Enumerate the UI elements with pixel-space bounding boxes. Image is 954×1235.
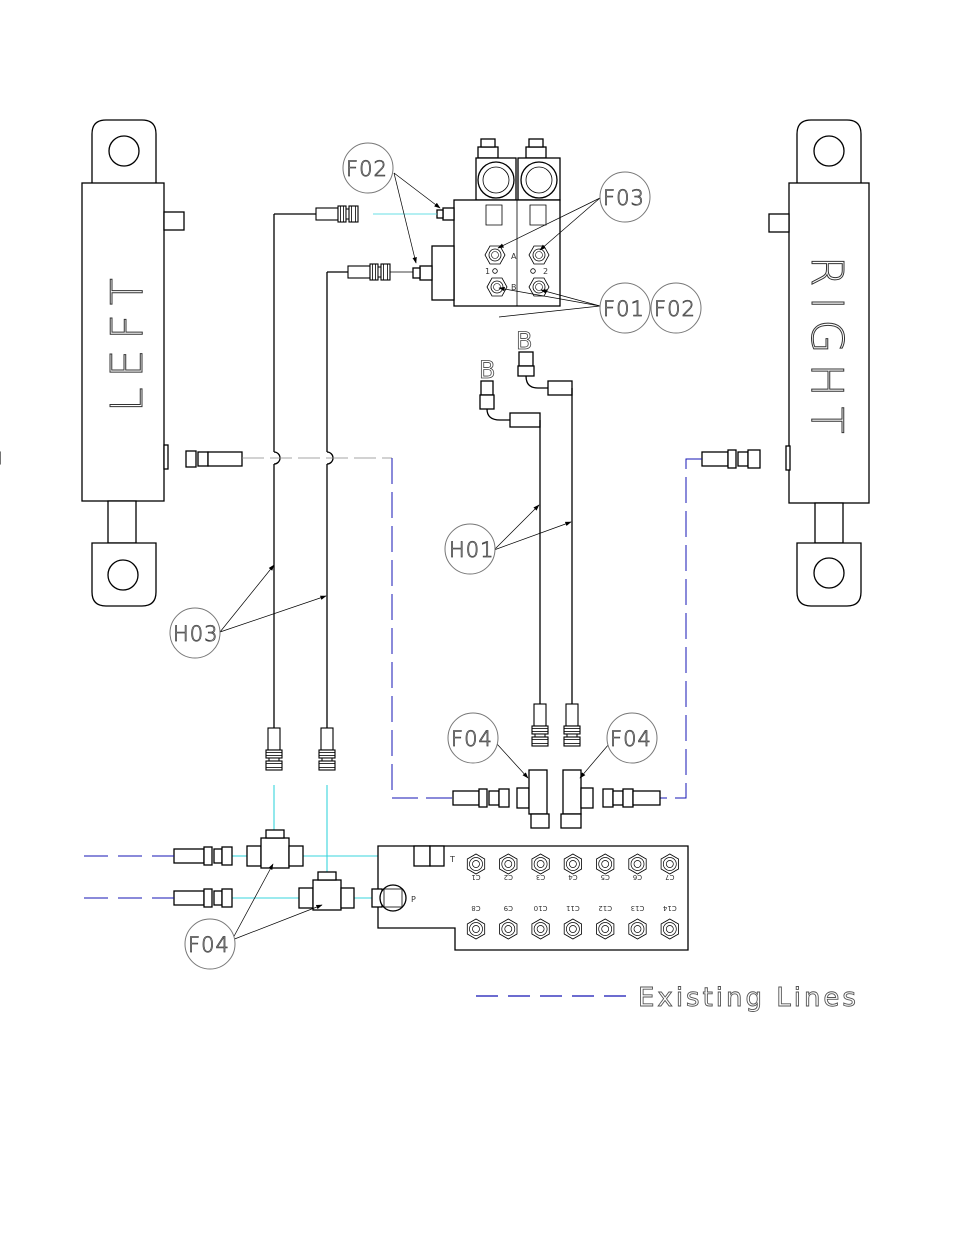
hose-h03-left <box>274 206 437 728</box>
callout-h01: H01 <box>445 505 571 574</box>
manifold-port-label: C8 <box>471 904 480 912</box>
callout-f04-right: F04 <box>580 713 657 778</box>
tee-f04-bottom-upper <box>247 830 303 868</box>
tee-f04-right-middle <box>561 770 660 828</box>
left-cylinder-label: LEFT <box>102 268 153 412</box>
left-cylinder: LEFT <box>82 120 184 606</box>
port-b-marker-right: B <box>516 327 532 355</box>
solenoid-coil-right <box>518 139 560 200</box>
manifold-port-label: C10 <box>534 904 548 912</box>
callout-f01-label: F01 <box>603 297 645 321</box>
manifold-port-label: C7 <box>665 873 674 881</box>
existing-supply-fittings <box>174 847 232 907</box>
valve-block: A B 1 2 <box>413 139 560 306</box>
manifold-port-label: C12 <box>598 904 612 912</box>
manifold-port-p-label: P <box>411 895 416 904</box>
manifold-port-label: C4 <box>568 873 578 881</box>
existing-line-left-cylinder <box>392 458 453 798</box>
manifold-port-label: C11 <box>566 904 580 912</box>
valve-port-1-label: 1 <box>485 267 490 276</box>
callout-f02-right-label: F02 <box>654 297 696 321</box>
manifold-port-label: C2 <box>504 873 513 881</box>
callout-f04-bottom: F04 <box>185 864 322 969</box>
right-cylinder: RIGHT <box>769 120 869 606</box>
manifold-port-label: C5 <box>601 873 610 881</box>
manifold-port-label: C14 <box>662 904 676 912</box>
manifold-port-t-label: T <box>449 855 455 864</box>
callout-f02-top-label: F02 <box>346 157 388 181</box>
callout-h01-label: H01 <box>449 538 495 562</box>
valve-port-2-label: 2 <box>543 267 548 276</box>
port-b-marker-left: B <box>479 356 495 384</box>
manifold-port-label: C9 <box>504 904 513 912</box>
callout-f04-right-label: F04 <box>610 727 652 751</box>
legend: Existing Lines <box>476 983 859 1013</box>
callout-f04-bottom-label: F04 <box>188 933 230 957</box>
callout-f03-label: F03 <box>603 186 645 210</box>
callout-f04-left: F04 <box>448 713 528 778</box>
valve-port-a-label: A <box>511 252 517 261</box>
callout-h03: H03 <box>170 565 326 658</box>
hose-h01-right <box>518 352 572 704</box>
right-cylinder-port-fitting <box>702 450 760 468</box>
callout-f04-left-label: F04 <box>451 727 493 751</box>
callout-h03-label: H03 <box>173 622 219 646</box>
manifold-port-label: C3 <box>536 873 545 881</box>
tee-f04-bottom-lower <box>299 872 354 910</box>
manifold-port-label: C13 <box>631 904 645 912</box>
right-cylinder-label: RIGHT <box>801 256 852 444</box>
hose-h03-right <box>327 264 413 728</box>
solenoid-coil-left <box>476 139 516 200</box>
legend-label: Existing Lines <box>638 983 859 1013</box>
manifold-port-label: C1 <box>471 873 480 881</box>
manifold-port-label: C6 <box>632 873 642 881</box>
callout-f02-top: F02 <box>343 143 440 263</box>
existing-line-right-cylinder <box>660 459 702 798</box>
tee-f04-left-middle <box>453 770 549 828</box>
